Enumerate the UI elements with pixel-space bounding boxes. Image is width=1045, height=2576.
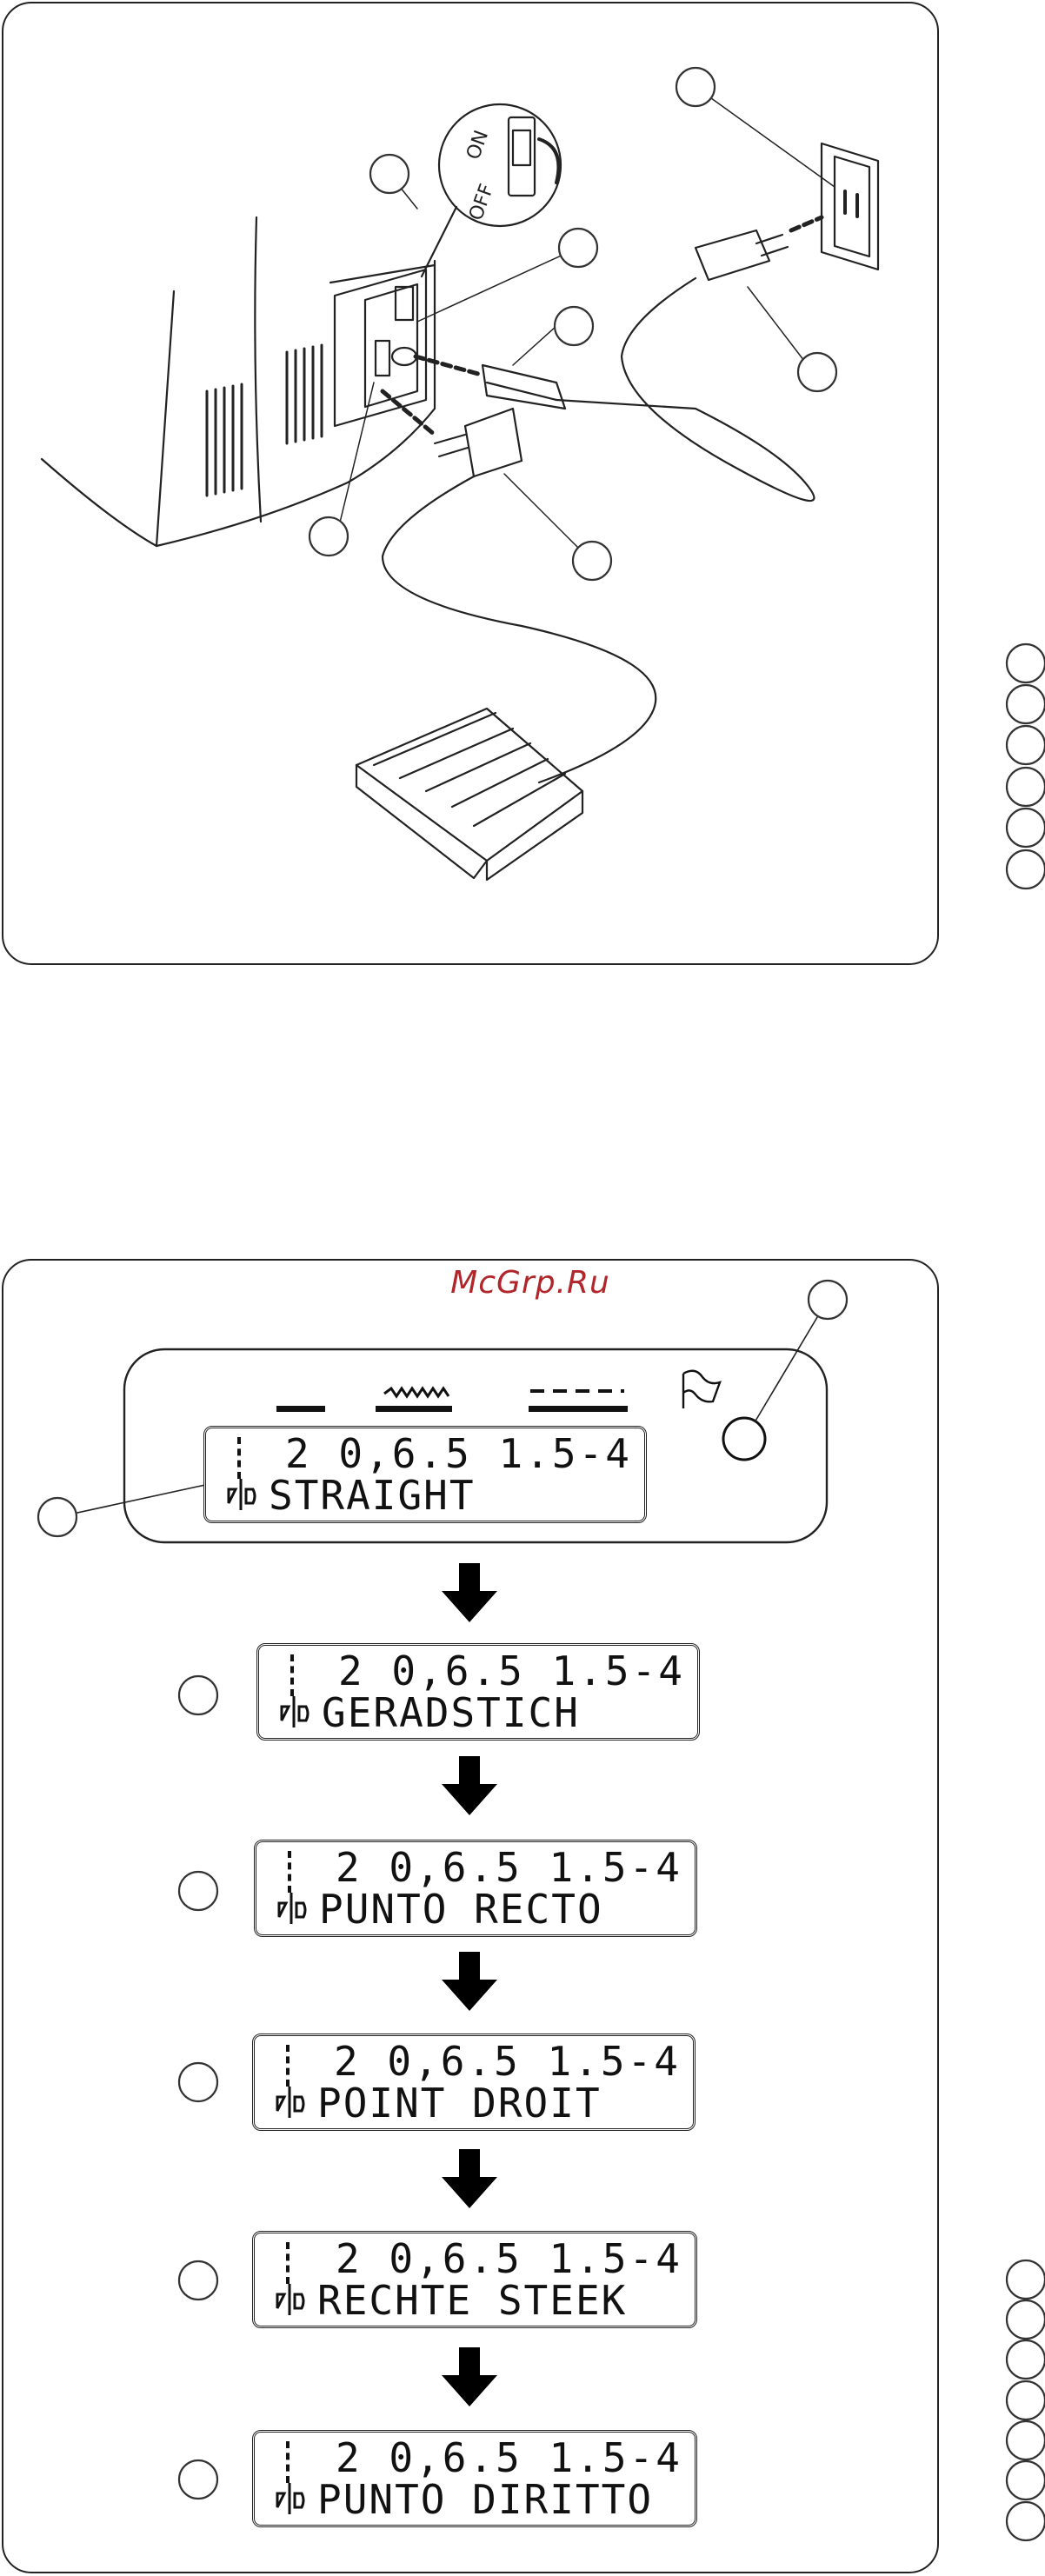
- lcd-stitch-name: STRAIGHT: [269, 1474, 476, 1517]
- lcd-settings-line: 2 0,6.5 1.5-4: [255, 2436, 682, 2479]
- switch-on-label: ON: [463, 128, 493, 163]
- callout-circle: [555, 307, 593, 345]
- edge-circle: [1007, 2300, 1045, 2339]
- watermark: McGrp.Ru: [426, 1265, 635, 1301]
- switch-off-label: OFF: [465, 181, 498, 223]
- edge-circle: [1007, 850, 1045, 889]
- edge-circle: [1007, 2340, 1045, 2379]
- callout-circle: [559, 229, 597, 267]
- callout-circle: [798, 353, 836, 391]
- presser-foot-icon: [223, 1477, 258, 1512]
- lcd-display-spanish: 2 0,6.5 1.5-4 PUNTO RECTO: [254, 1840, 697, 1937]
- edge-circle: [1007, 2260, 1045, 2299]
- presser-foot-icon: [274, 1891, 309, 1926]
- presser-foot-icon: [272, 2282, 307, 2317]
- lcd-stitch-name: POINT DROIT: [317, 2081, 602, 2125]
- lcd-display-dutch: 2 0,6.5 1.5-4 RECHTE STEEK: [252, 2231, 697, 2328]
- lcd-stitch-name: PUNTO RECTO: [319, 1887, 603, 1931]
- lcd-stitch-name: PUNTO DIRITTO: [317, 2478, 653, 2521]
- edge-circle: [1007, 2421, 1045, 2460]
- lcd-settings-line: 2 0,6.5 1.5-4: [255, 2237, 682, 2280]
- edge-circle: [1007, 726, 1045, 764]
- power-connection-illustration: ON OFF: [0, 0, 1045, 974]
- lcd-settings-line: 2 0,6.5 1.5-4: [206, 1432, 632, 1475]
- edge-circle: [1007, 2461, 1045, 2499]
- edge-circle: [1007, 685, 1045, 723]
- callout-circle: [310, 517, 348, 556]
- lcd-display-french: 2 0,6.5 1.5-4 POINT DROIT: [252, 2034, 696, 2131]
- edge-circle: [1007, 2381, 1045, 2420]
- presser-foot-icon: [272, 2085, 307, 2120]
- lcd-settings-line: 2 0,6.5 1.5-4: [255, 2040, 681, 2083]
- edge-circle: [1007, 644, 1045, 682]
- lcd-display-german: 2 0,6.5 1.5-4 GERADSTICH: [256, 1643, 700, 1741]
- presser-foot-icon: [272, 2481, 307, 2516]
- edge-circle: [1007, 2502, 1045, 2540]
- callout-circle: [676, 68, 715, 106]
- lcd-settings-line: 2 0,6.5 1.5-4: [259, 1649, 685, 1693]
- lcd-display-italian: 2 0,6.5 1.5-4 PUNTO DIRITTO: [252, 2430, 697, 2527]
- callout-circle: [370, 155, 409, 193]
- edge-circle: [1007, 768, 1045, 806]
- lcd-stitch-name: RECHTE STEEK: [317, 2279, 627, 2322]
- edge-circle: [1007, 809, 1045, 847]
- lcd-stitch-name: GERADSTICH: [322, 1691, 580, 1734]
- lcd-display-english: 2 0,6.5 1.5-4 STRAIGHT: [203, 1426, 647, 1523]
- presser-foot-icon: [276, 1694, 311, 1729]
- lcd-settings-line: 2 0,6.5 1.5-4: [256, 1846, 682, 1889]
- callout-circle: [573, 542, 611, 580]
